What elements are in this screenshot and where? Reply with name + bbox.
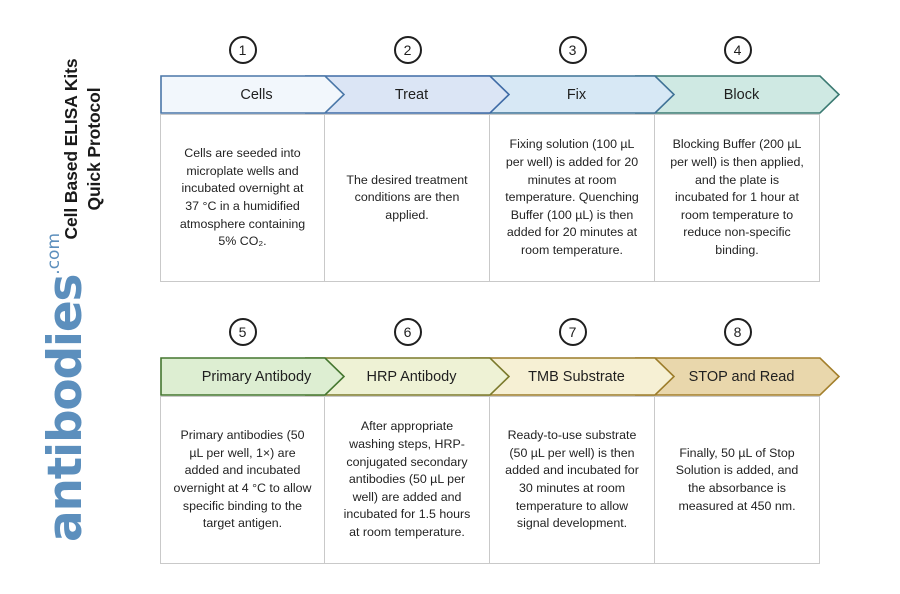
step-description-box-8: Finally, 50 µL of Stop Solution is added… (655, 396, 820, 564)
branding-column: Cell Based ELISA Kits Quick Protocol ant… (0, 0, 155, 594)
step-number-text: 6 (403, 324, 412, 340)
step-description-box-4: Blocking Buffer (200 µL per well) is the… (655, 114, 820, 282)
step-description-box-1: Cells are seeded into microplate wells a… (160, 114, 325, 282)
step-description-text: Fixing solution (100 µL per well) is add… (505, 137, 639, 258)
step-description-text: Primary antibodies (50 µL per well, 1×) … (173, 428, 312, 531)
step-number-text: 4 (733, 42, 742, 58)
chevron-band-1: Cells Treat Fix Block (160, 75, 850, 114)
step-number-badge-7: 7 (558, 318, 587, 346)
step-description-box-6: After appropriate washing steps, HRP-con… (325, 396, 490, 564)
flow-step-label-5: Primary Antibody (201, 368, 312, 385)
step-number-text: 3 (568, 42, 577, 58)
step-number-badge-3: 3 (558, 36, 587, 64)
flow-step-chevron-1[interactable]: Cells (160, 75, 345, 114)
step-number-text: 7 (568, 324, 577, 340)
flow-step-label-8: STOP and Read (688, 368, 795, 385)
flow-step-label-4: Block (723, 86, 760, 103)
step-description-box-7: Ready-to-use substrate (50 µL per well) … (490, 396, 655, 564)
step-description-box-3: Fixing solution (100 µL per well) is add… (490, 114, 655, 282)
step-number-badge-6: 6 (393, 318, 422, 346)
step-number-badge-5: 5 (228, 318, 257, 346)
step-description-text: Blocking Buffer (200 µL per well) is the… (670, 137, 804, 258)
step-number-strip-2: 5 6 7 8 (160, 312, 820, 357)
flow-step-label-7: TMB Substrate (528, 368, 625, 385)
step-number-text: 1 (238, 42, 247, 58)
description-grid-1: Cells are seeded into microplate wells a… (160, 114, 820, 282)
vertical-title: Cell Based ELISA Kits Quick Protocol (58, 0, 148, 239)
step-number-text: 8 (733, 324, 742, 340)
protocol-row-2: 5 6 7 8 Primary Antibody HRP Antibody TMB Sub… (160, 312, 850, 564)
step-description-text: Ready-to-use substrate (50 µL per well) … (505, 428, 639, 531)
antibodies-logo: antibodies.com (38, 42, 138, 542)
step-description-text: After appropriate washing steps, HRP-con… (343, 419, 471, 540)
chevron-shape (160, 75, 345, 114)
step-description-box-5: Primary antibodies (50 µL per well, 1×) … (160, 396, 325, 564)
step-description-text: Finally, 50 µL of Stop Solution is added… (675, 445, 799, 513)
step-number-badge-8: 8 (723, 318, 752, 346)
step-number-badge-1: 1 (228, 36, 257, 64)
step-number-badge-2: 2 (393, 36, 422, 64)
step-number-text: 2 (403, 42, 412, 58)
flow-step-chevron-3[interactable]: Fix (470, 75, 675, 114)
step-number-text: 5 (238, 324, 247, 340)
protocol-row-1: 1 2 3 4 Cells Treat Fix Block Cells are seeded… (160, 30, 850, 282)
flow-step-label-3: Fix (566, 86, 587, 103)
chevron-shape (160, 357, 345, 396)
step-description-box-2: The desired treatment conditions are the… (325, 114, 490, 282)
step-number-badge-4: 4 (723, 36, 752, 64)
step-description-text: Cells are seeded into microplate wells a… (179, 146, 306, 249)
step-description-text: The desired treatment conditions are the… (346, 172, 468, 222)
flow-step-label-2: Treat (394, 86, 429, 103)
flow-step-chevron-5[interactable]: Primary Antibody (160, 357, 345, 396)
flow-step-label-6: HRP Antibody (366, 368, 457, 385)
flow-step-label-1: Cells (240, 86, 273, 103)
chevron-band-2: Primary Antibody HRP Antibody TMB Substrat… (160, 357, 850, 396)
logo-domain-suffix: .com (44, 232, 64, 275)
step-number-strip-1: 1 2 3 4 (160, 30, 820, 75)
logo-wordmark: antibodies (38, 274, 93, 542)
flow-step-chevron-6[interactable]: HRP Antibody (305, 357, 510, 396)
description-grid-2: Primary antibodies (50 µL per well, 1×) … (160, 396, 820, 564)
flow-step-chevron-7[interactable]: TMB Substrate (470, 357, 675, 396)
